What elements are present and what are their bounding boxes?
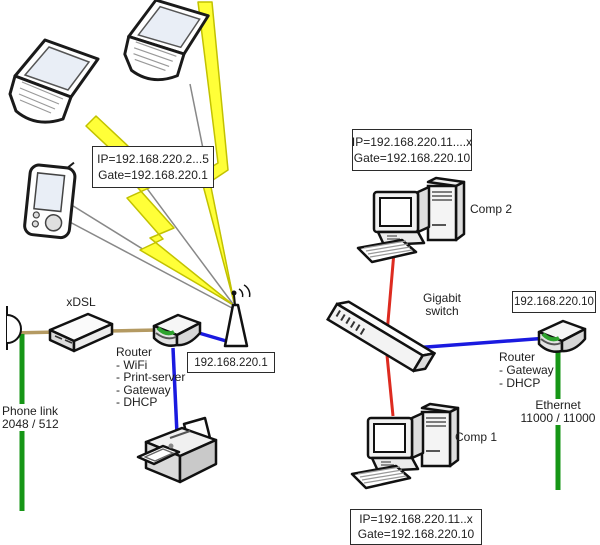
ip-line: IP=192.168.220.11..x [359,512,473,526]
router-left-label: Router - WiFi - Print-server - Gateway -… [116,346,185,409]
router-title: Router [116,345,153,359]
gateway-line: Gate=192.168.220.10 [357,527,475,541]
ethernet-label-line1: Ethernet [535,398,581,412]
router-feature: - WiFi [116,357,148,372]
comp1-label: Comp 1 [455,430,498,444]
phone-link-line2: 2048 / 512 [2,416,59,431]
laptop-icon [120,0,213,83]
ip-line: IP=192.168.220.11....x [351,135,473,149]
xdsl-label: xDSL [66,295,96,309]
router-feature: - Gateway [499,363,554,377]
ethernet-label: Ethernet 11000 / 11000 [518,399,598,425]
router-feature: - DHCP [499,376,541,390]
desktop-computer-icon [350,402,460,490]
router-left-ip-box: 192.168.220.1 [187,352,275,373]
printer-icon [136,416,218,484]
router-title: Router [499,350,536,364]
gigabit-switch-icon [326,300,436,373]
router-printer-cable [171,347,179,435]
router-icon [152,313,202,348]
router-right-ip-box: 192.168.220.10 [512,291,596,313]
phone-jack-icon [6,306,22,350]
gateway-line: Gate=192.168.220.10 [353,151,471,165]
gigabit-switch-label: Gigabit switch [412,292,472,318]
router-feature: - Print-server [116,370,186,384]
phone-link-line1: Phone link [2,404,59,418]
wifi-clients-ip-box: IP=192.168.220.2...5 Gate=192.168.220.1 [92,146,214,188]
switch-router-cable [412,336,549,350]
comp2-label: Comp 2 [470,202,513,216]
gateway-line: Gate=192.168.220.1 [98,168,208,182]
xdsl-modem-icon [48,312,114,353]
ip-line: IP=192.168.220.2...5 [97,152,209,166]
ethernet-label-line2: 11000 / 11000 [520,411,596,425]
comp1-ip-box: IP=192.168.220.11..x Gate=192.168.220.10 [350,509,482,545]
router-feature: - Gateway [116,382,171,397]
router-icon [537,319,587,354]
phone-link-label: Phone link 2048 / 512 [0,404,61,431]
desktop-computer-icon [356,176,466,264]
router-feature: - DHCP [116,395,158,409]
pda-icon [23,161,77,240]
switch-label-line2: switch [425,304,459,318]
switch-label-line1: Gigabit [422,291,462,305]
wifi-antenna-icon [223,284,251,348]
laptop-icon [8,38,100,124]
comp2-ip-box: IP=192.168.220.11....x Gate=192.168.220.… [352,129,472,171]
router-right-label: Router - Gateway - DHCP [499,351,554,390]
